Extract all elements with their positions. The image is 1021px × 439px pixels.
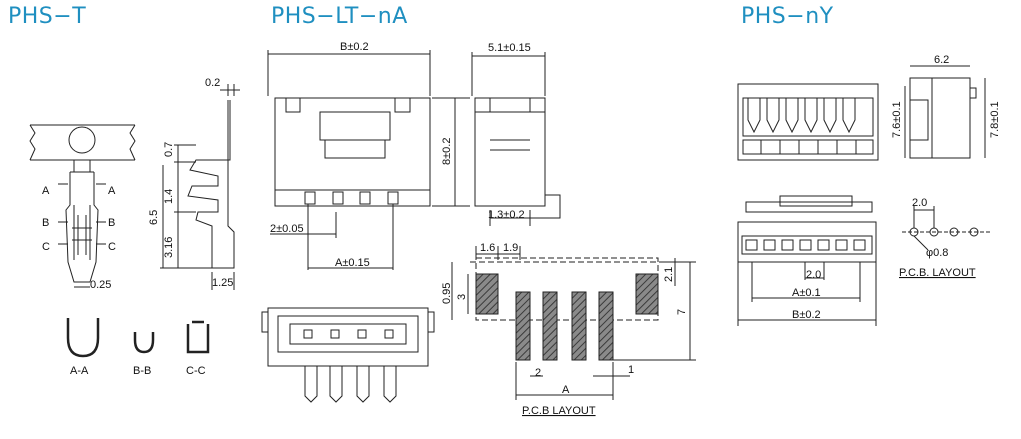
view-bb: B-B [133,365,151,377]
dim-phs-lt-a: A±0.15 [335,257,370,269]
dim-phs-t-65: 6.5 [148,210,160,225]
dim-phs-y-62: 6.2 [934,54,949,66]
dim-phs-lt-b: B±0.2 [340,41,369,53]
dim-phs-t-07: 0.7 [163,142,175,157]
dim-phs-t-316: 3.16 [163,237,175,258]
dim-phs-y-a: A±0.1 [792,287,821,299]
pcb-lt-7: 7 [676,309,688,315]
dim-phs-y-b: B±0.2 [792,309,821,321]
section-c-right: C [108,241,116,253]
phs-y-pcb-layout [902,206,990,251]
phs-y-rear-view [737,83,879,161]
dim-phs-t-125: 1.25 [212,277,233,289]
phs-t-section-markers [58,183,106,245]
phs-lt-side-view [471,52,561,226]
dim-phs-lt-foot: 1.3±0.2 [488,209,525,221]
dim-phs-y-78: 7.8±0.1 [989,101,1001,138]
title-phs-y: PHS−nY [741,4,834,29]
phs-y-side-view [904,65,986,159]
pcb-lt-16: 1.6 [480,242,495,254]
pcb-lt-21: 2.1 [663,267,675,282]
section-a-left: A [42,185,50,197]
pcb-y-pitch: 2.0 [912,197,927,209]
phs-lt-front-view [267,50,470,270]
dim-phs-t-025: 0.25 [90,279,111,291]
phs-y-front-view [737,195,877,326]
dim-phs-lt-pitch: 2±0.05 [270,223,304,235]
pcb-lt-a: A [562,384,570,396]
phs-lt-bottom-view [261,307,435,403]
pcb-y-hole: φ0.8 [926,247,948,259]
view-cc: C-C [186,365,206,377]
dim-phs-y-2: 2.0 [806,269,821,281]
dim-phs-y-76: 7.6±0.1 [891,101,903,138]
pcb-lt-095: 0.95 [441,283,453,304]
section-a-right: A [108,185,116,197]
pcb-lt-label: P.C.B LAYOUT [522,405,596,417]
title-phs-lt: PHS−LT−nA [271,4,408,29]
title-phs-t: PHS−T [8,4,87,29]
section-c-left: C [42,241,50,253]
pcb-lt-19: 1.9 [503,242,518,254]
pcb-lt-2: 2 [535,367,541,379]
phs-t-terminal-drawing [29,124,136,283]
section-b-right: B [108,217,115,229]
dim-phs-lt-side: 5.1±0.15 [488,42,531,54]
view-aa: A-A [70,365,89,377]
phs-lt-pcb-layout [451,246,696,400]
phs-t-side-view [187,84,240,269]
dim-phs-lt-h: 8±0.2 [441,138,453,165]
section-views [66,318,210,358]
pcb-lt-3: 3 [456,294,468,300]
section-b-left: B [42,217,49,229]
pcb-y-label: P.C.B. LAYOUT [899,267,976,279]
pcb-lt-1: 1 [628,364,634,376]
dim-phs-t-02: 0.2 [205,77,220,89]
phs-t-side-dims [160,144,235,290]
dim-phs-t-14: 1.4 [163,189,175,204]
